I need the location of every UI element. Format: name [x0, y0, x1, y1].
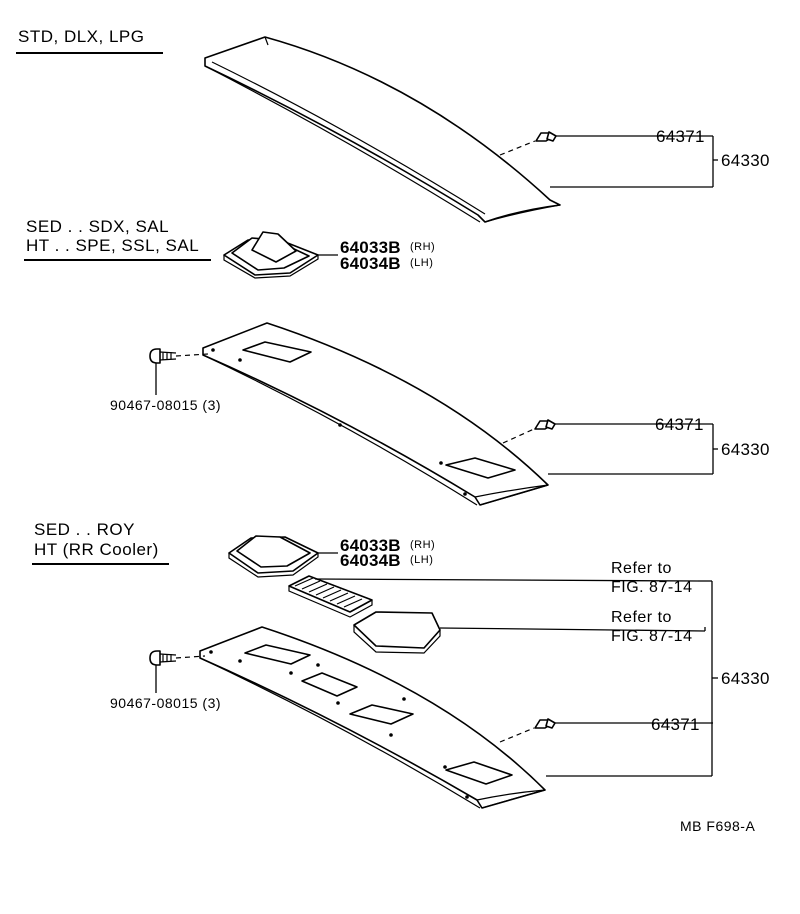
- section3-screw-part-number: 90467-08015 (3): [110, 695, 222, 711]
- section2-heading-underline: [24, 259, 211, 261]
- package-tray-board-std: [204, 36, 561, 223]
- clip-64371-std: [499, 131, 718, 188]
- screw-90467-s3: [149, 650, 206, 693]
- section1-heading-underline: [16, 52, 163, 54]
- section2-cover-lh-suffix: (LH): [410, 257, 434, 269]
- section2-cover-lh-part-number: 64034B: [340, 254, 401, 273]
- section1-heading: STD, DLX, LPG: [18, 27, 145, 46]
- section3-cover-lh-suffix: (LH): [410, 554, 434, 566]
- clip-64371-s3: [499, 580, 718, 777]
- section2-screw-part-number: 90467-08015 (3): [110, 397, 222, 413]
- section2-cover-rh-suffix: (RH): [410, 241, 436, 253]
- speaker-cover-s3: [228, 535, 338, 578]
- section3-heading-underline: [32, 563, 169, 565]
- section3-heading-line2: HT (RR Cooler): [34, 540, 159, 559]
- section2-heading-line2: HT . . SPE, SSL, SAL: [26, 236, 200, 255]
- section3-cover-rh-suffix: (RH): [410, 539, 436, 551]
- section3-cover-lh-part-number: 64034B: [340, 551, 401, 570]
- section3-heading-line1: SED . . ROY: [34, 520, 135, 539]
- section3-board-part-number: 64330: [721, 669, 770, 688]
- section1-clip-part-number: 64371: [656, 127, 705, 146]
- clip-64371-s2: [502, 419, 718, 475]
- section3-grille-reference-line1: Refer to: [611, 560, 672, 577]
- section2-board-part-number: 64330: [721, 440, 770, 459]
- section1-board-part-number: 64330: [721, 151, 770, 170]
- section2-cover-rh-part-number: 64033B: [340, 238, 401, 257]
- section3-duct-reference-line1: Refer to: [611, 609, 672, 626]
- section3-clip-part-number: 64371: [651, 715, 700, 734]
- figure-code: MB F698-A: [680, 818, 756, 834]
- section2-heading-line1: SED . . SDX, SAL: [26, 217, 170, 236]
- speaker-cover-s2: [223, 231, 338, 279]
- cooler-duct-cover: [353, 611, 706, 654]
- screw-90467-s2: [149, 348, 209, 395]
- section3-cover-rh-part-number: 64033B: [340, 536, 401, 555]
- package-tray-board-s2: [202, 322, 549, 506]
- section2-clip-part-number: 64371: [655, 415, 704, 434]
- package-tray-board-s3: [199, 626, 546, 809]
- cooler-grille: [288, 575, 699, 618]
- section3-grille-reference-line2: FIG. 87-14: [611, 579, 693, 596]
- section3-duct-reference-line2: FIG. 87-14: [611, 628, 693, 645]
